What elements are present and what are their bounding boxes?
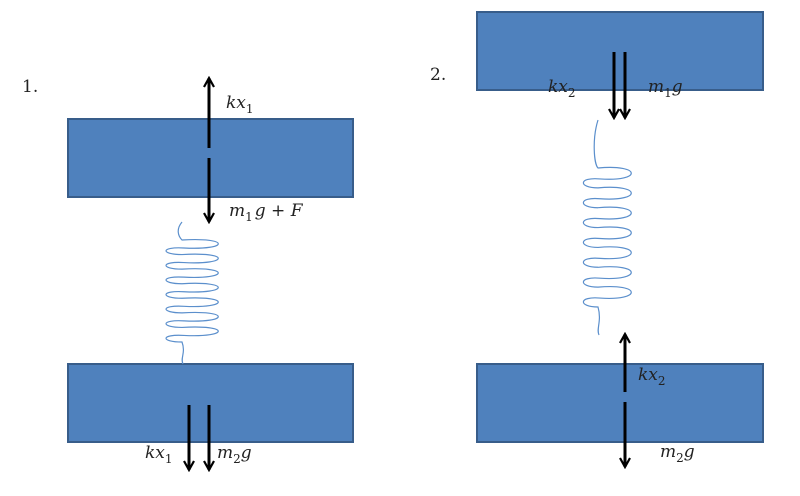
figure-2-top-block [476,11,764,91]
figure-2-spring [582,119,632,336]
figure-2-label-m1g: m1g [648,77,683,100]
figure-1-label-kx1-top: kx1 [226,93,254,116]
figure-1-label-kx1-bottom: kx1 [145,443,173,466]
figure-2: 2. kx2 m1g kx2 m2g [430,11,764,467]
figure-2-number: 2. [430,65,446,85]
figure-1-number: 1. [22,77,38,97]
figure-2-label-kx2-top: kx2 [548,77,576,100]
figure-2-label-kx2-bottom: kx2 [638,365,666,388]
figure-2-bottom-block [476,363,764,443]
figure-2-label-m2g: m2g [660,442,695,465]
figure-1-spring [165,221,219,365]
figure-1-label-m2g: m2g [217,443,252,466]
